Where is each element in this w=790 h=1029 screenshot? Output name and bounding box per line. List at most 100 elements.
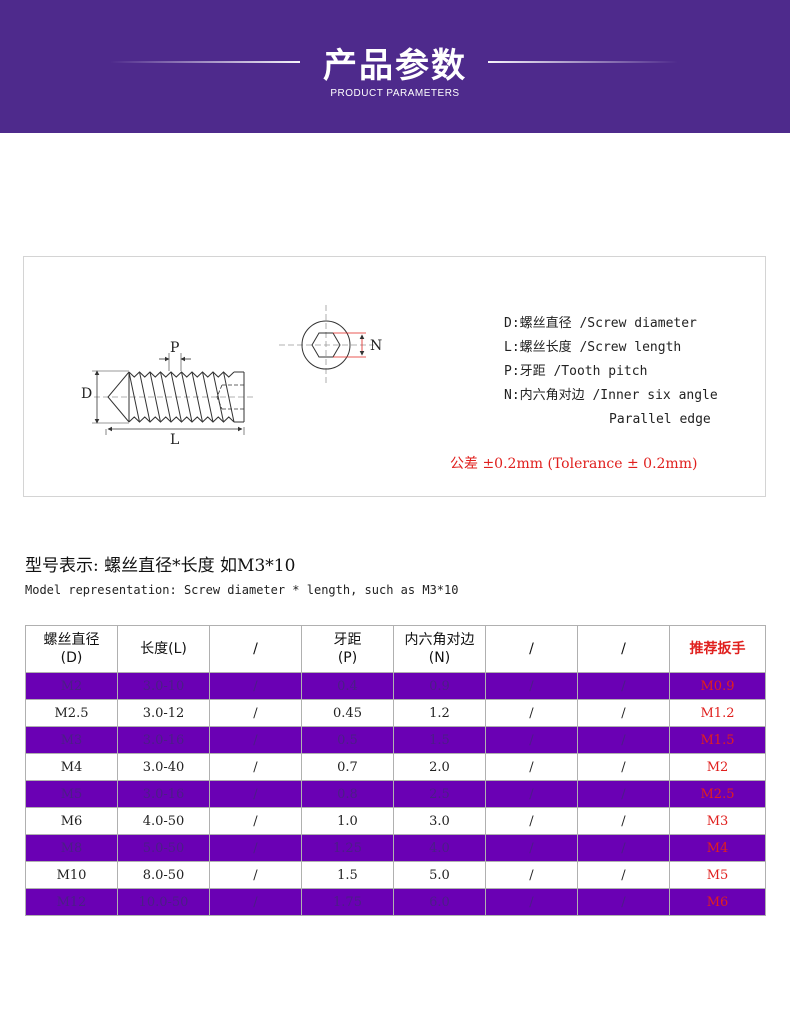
table-cell: / [209,888,302,916]
table-cell: 3.0 [393,807,486,835]
table-header-row: 螺丝直径 (D) 长度(L) / 牙距 (P) 内六角对边 (N) / / 推荐扳手 [25,625,766,673]
table-cell: M5 [669,861,766,889]
table-header-cell: / [209,625,302,673]
header-divider-left [110,61,300,63]
table-header-text: / [529,641,534,657]
table-cell: / [209,672,302,700]
table-cell: M2 [25,672,118,700]
screw-side-view [107,371,245,423]
table-cell: 1.5 [393,726,486,754]
table-cell: 1.25 [301,834,394,862]
table-header-text: 牙距 [333,632,362,648]
table-cell: / [485,753,578,781]
table-cell: / [485,888,578,916]
table-cell: / [209,861,302,889]
table-cell: 0.9 [393,672,486,700]
legend-item-d: D:螺丝直径 /Screw diameter [504,316,697,331]
legend-item-p: P:牙距 /Tooth pitch [504,364,648,379]
table-cell: / [485,672,578,700]
screw-end-view: N [279,305,382,385]
table-header-cell: 螺丝直径 (D) [25,625,118,673]
legend-item-l: L:螺丝长度 /Screw length [504,340,682,355]
table-cell: / [209,834,302,862]
table-cell: M1.5 [669,726,766,754]
table-header-text: / [253,641,258,657]
table-cell: M2.5 [25,699,118,727]
model-representation-subtitle: Model representation: Screw diameter * l… [25,583,459,597]
model-representation-title: 型号表示: 螺丝直径*长度 如M3*10 [25,556,296,576]
label-n: N [370,338,382,354]
table-cell: M3 [25,726,118,754]
legend-item-n-cont: Parallel edge [609,412,711,427]
header-banner: 产品参数 PRODUCT PARAMETERS [0,0,790,133]
label-p: P [170,340,179,356]
table-cell: M8 [25,834,118,862]
table-cell: 1.0 [301,807,394,835]
table-cell: M6 [25,807,118,835]
table-cell: / [577,780,670,808]
table-cell: 0.5 [301,726,394,754]
table-header-text: (D) [60,650,83,666]
table-cell: 2.0 [393,753,486,781]
table-cell: 3.0-10 [117,672,210,700]
table-cell: / [209,807,302,835]
table-cell: / [209,753,302,781]
page-title: 产品参数 [323,46,467,86]
table-cell: 5.0 [393,861,486,889]
table-cell: / [209,726,302,754]
table-cell: / [577,699,670,727]
table-header-text: 长度(L) [140,641,187,657]
table-cell: 3.0-16 [117,726,210,754]
table-header-text: 推荐扳手 [689,641,746,657]
table-header-text: / [621,641,626,657]
table-cell: 0.45 [301,699,394,727]
table-cell: 1.5 [301,861,394,889]
table-cell: / [485,699,578,727]
table-cell: 0.7 [301,753,394,781]
table-cell: 0.4 [301,672,394,700]
table-cell: M2 [669,753,766,781]
dimension-legend: D:螺丝直径 /Screw diameter L:螺丝长度 /Screw len… [504,312,718,432]
table-cell: / [577,807,670,835]
table-header-text: (N) [428,650,451,666]
table-cell: 1.2 [393,699,486,727]
table-cell: M10 [25,861,118,889]
table-header-cell: / [577,625,670,673]
table-cell: 4.0 [393,834,486,862]
table-cell: / [485,780,578,808]
table-cell: / [577,672,670,700]
page-subtitle: PRODUCT PARAMETERS [330,88,460,99]
table-cell: 3.0-16 [117,780,210,808]
table-cell: 2.5 [393,780,486,808]
table-cell: / [577,834,670,862]
table-header-text: 内六角对边 [404,632,475,648]
table-cell: 0.8 [301,780,394,808]
table-cell: M12 [25,888,118,916]
table-cell: M4 [669,834,766,862]
set-screw-drawing: D L P N [81,305,382,448]
table-cell: 3.0-12 [117,699,210,727]
screw-diagram-panel: D L P N D:螺丝直径 /Screw diameter L:螺丝长度 /S… [23,256,766,497]
table-cell: 10.0-50 [117,888,210,916]
label-l: L [170,432,179,448]
tolerance-note: 公差 ±0.2mm (Tolerance ± 0.2mm) [450,456,698,472]
header-divider-right [488,61,678,63]
table-header-text: 螺丝直径 [43,632,100,648]
table-cell: M3 [669,807,766,835]
table-cell: M4 [25,753,118,781]
table-cell: / [485,726,578,754]
table-header-text: (P) [337,650,358,666]
table-cell: 4.0-50 [117,807,210,835]
table-cell: M0.9 [669,672,766,700]
table-cell: M6 [669,888,766,916]
table-cell: 1.75 [301,888,394,916]
table-header-cell: 内六角对边 (N) [393,625,486,673]
